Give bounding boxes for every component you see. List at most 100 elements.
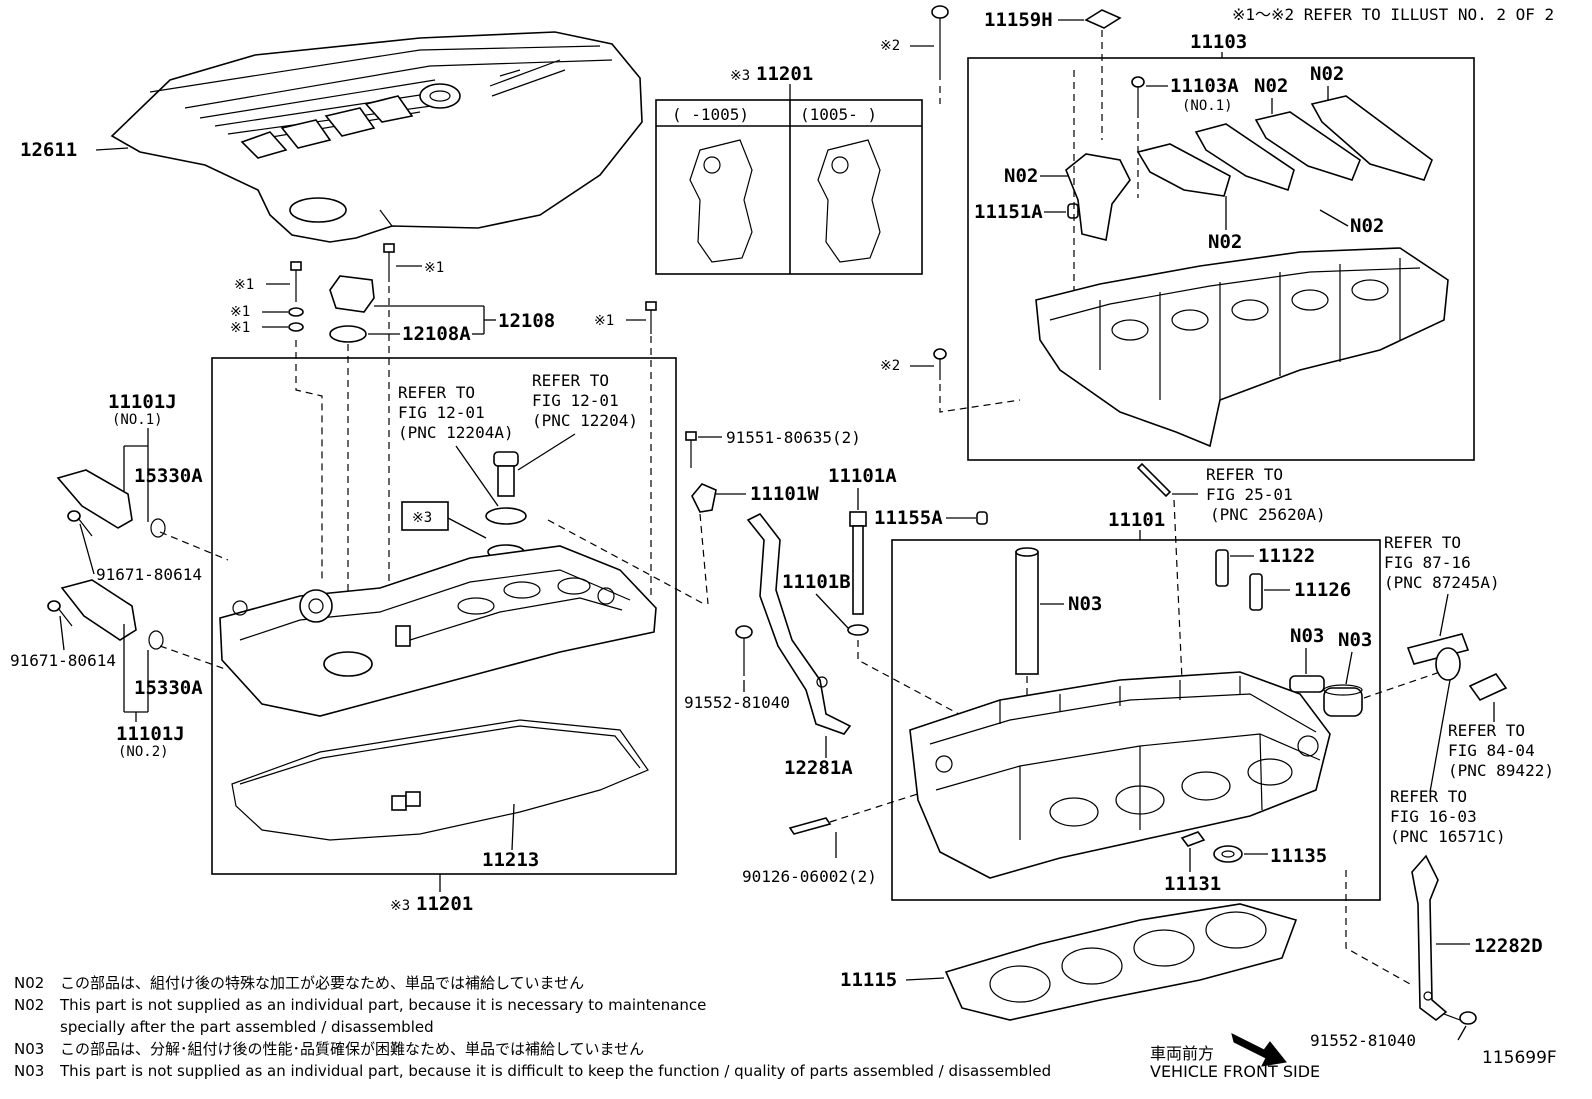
label-12282D: 12282D (1474, 935, 1543, 957)
svg-text:FIG 12-01: FIG 12-01 (532, 391, 619, 410)
vehicle-front-en: VEHICLE FRONT SIDE (1150, 1062, 1321, 1081)
svg-text:(PNC 89422): (PNC 89422) (1448, 761, 1554, 780)
bolts-group-top (288, 243, 657, 334)
stud-25620A (1136, 462, 1172, 498)
label-15330A-1: 15330A (134, 465, 203, 487)
ref-25620A: REFER TO FIG 25-01 (PNC 25620A) (1206, 465, 1326, 524)
inset-col2: (1005- ) (800, 105, 877, 124)
label-11201-bottom: 11201 (416, 893, 473, 915)
label-12611: 12611 (20, 139, 77, 161)
tube-87245A (1406, 633, 1470, 681)
marker-m3-box (401, 501, 449, 531)
label-11115: 11115 (840, 969, 897, 991)
bolt-91552-2 (1443, 1011, 1477, 1025)
note-code: N03 (14, 1040, 45, 1058)
engine-hanger-12282D (1411, 854, 1448, 1022)
svg-text:REFER TO: REFER TO (398, 383, 475, 402)
note-text: This part is not supplied as an individu… (60, 1062, 1052, 1080)
label-11103A: 11103A (1170, 75, 1239, 97)
oil-filler-cap-12108 (329, 275, 375, 343)
label-11122: 11122 (1258, 545, 1315, 567)
cover-gasket-11213 (231, 719, 649, 841)
note-code: N02 (14, 996, 45, 1014)
camshaft-housing (1035, 247, 1449, 448)
marker-m1-d: ※1 (424, 260, 444, 276)
note-text: この部品は、組付け後の特殊な加工が必要なため、単品では補給していません (60, 974, 585, 992)
bolt-91551 (685, 431, 697, 468)
sleeve-n03-a (1015, 547, 1039, 675)
direction-arrow-icon (1231, 1033, 1287, 1067)
valve-guide-11122 (1215, 549, 1229, 587)
label-11101J-2: 11101J (116, 723, 185, 745)
label-15330A-2: 15330A (134, 677, 203, 699)
label-91551: 91551-80635(2) (726, 428, 861, 447)
label-11101J-1-sub: (NO.1) (112, 412, 163, 428)
bolt-m2-bottom (933, 348, 947, 380)
bolt-91671-1 (67, 510, 93, 537)
inset-col1: ( -1005) (672, 105, 749, 124)
label-91552-2: 91552-81040 (1310, 1031, 1416, 1050)
marker-m1-b: ※1 (230, 304, 250, 320)
svg-text:REFER TO: REFER TO (532, 371, 609, 390)
plug-11135 (1213, 845, 1243, 863)
note-code (14, 1016, 60, 1038)
note-code: N02 (14, 974, 45, 992)
label-90126: 90126-06002(2) (742, 867, 877, 886)
pcv-valve (485, 451, 527, 560)
header-note: ※1～※2 REFER TO ILLUST NO. 2 OF 2 (1232, 5, 1554, 24)
label-11101W: 11101W (750, 483, 819, 505)
label-11101J-1: 11101J (108, 391, 177, 413)
svg-text:REFER TO: REFER TO (1390, 787, 1467, 806)
marker-m1-c: ※1 (230, 320, 250, 336)
sensor-89422 (1468, 672, 1508, 702)
cylinder-head-cover (219, 545, 657, 717)
svg-text:REFER TO: REFER TO (1448, 721, 1525, 740)
svg-text:(PNC 12204): (PNC 12204) (532, 411, 638, 430)
code-n03-c: N03 (1338, 629, 1372, 651)
plate-11159H (1084, 9, 1122, 29)
cylinder-head-group-box (891, 539, 1381, 901)
marker-m3-bottom: ※3 (390, 898, 410, 914)
code-n03-a: N03 (1068, 593, 1102, 615)
label-91671-1: 91671-80614 (96, 565, 202, 584)
dowel-11155A (976, 511, 988, 525)
label-11213: 11213 (482, 849, 539, 871)
note-row: N02 This part is not supplied as an indi… (14, 994, 1134, 1016)
camshaft-bearing-caps (1065, 95, 1433, 241)
note-text: specially after the part assembled / dis… (60, 1018, 434, 1036)
bolt-m2-top (931, 5, 949, 80)
bolt-91671-2 (47, 600, 73, 627)
marker-m3: ※3 (412, 510, 432, 526)
label-11101B: 11101B (782, 571, 851, 593)
label-11201-top: 11201 (756, 63, 813, 85)
code-n02-b: N02 (1310, 63, 1344, 85)
plug-n03-b (1289, 675, 1325, 693)
inset-box-11201: ( -1005) (1005- ) (655, 99, 923, 275)
label-11151A: 11151A (974, 201, 1043, 223)
head-gasket-11115 (944, 903, 1298, 1021)
label-11159H: 11159H (984, 9, 1053, 31)
illustration-number: 115699F (1482, 1048, 1557, 1068)
note-text: この部品は、分解･組付け後の性能･品質確保が困難なため、単品では補給していません (60, 1040, 645, 1058)
ref-89422: REFER TO FIG 84-04 (PNC 89422) (1448, 721, 1554, 780)
marker-m2-a: ※2 (880, 38, 900, 54)
ocv-valve-2 (60, 579, 164, 650)
svg-text:REFER TO: REFER TO (1206, 465, 1283, 484)
cylinder-head (909, 671, 1331, 879)
note-row: specially after the part assembled / dis… (14, 1016, 1134, 1038)
note-text: This part is not supplied as an individu… (60, 996, 707, 1014)
ref-12204A: REFER TO FIG 12-01 (PNC 12204A) (398, 383, 514, 442)
svg-text:(PNC 25620A): (PNC 25620A) (1210, 505, 1326, 524)
gasket-11131 (1180, 831, 1206, 847)
ref-16571C: REFER TO FIG 16-03 (PNC 16571C) (1390, 787, 1506, 846)
note-row: N03 この部品は、分解･組付け後の性能･品質確保が困難なため、単品では補給して… (14, 1038, 1134, 1060)
label-12108A: 12108A (402, 323, 471, 345)
label-12108: 12108 (498, 310, 555, 332)
vehicle-front-jp: 車両前方 (1150, 1044, 1215, 1063)
code-n02-d: N02 (1350, 215, 1384, 237)
label-91671-2: 91671-80614 (10, 651, 116, 670)
svg-text:FIG 84-04: FIG 84-04 (1448, 741, 1535, 760)
note-row: N02 この部品は、組付け後の特殊な加工が必要なため、単品では補給していません (14, 972, 1134, 994)
note-code: N03 (14, 1062, 45, 1080)
